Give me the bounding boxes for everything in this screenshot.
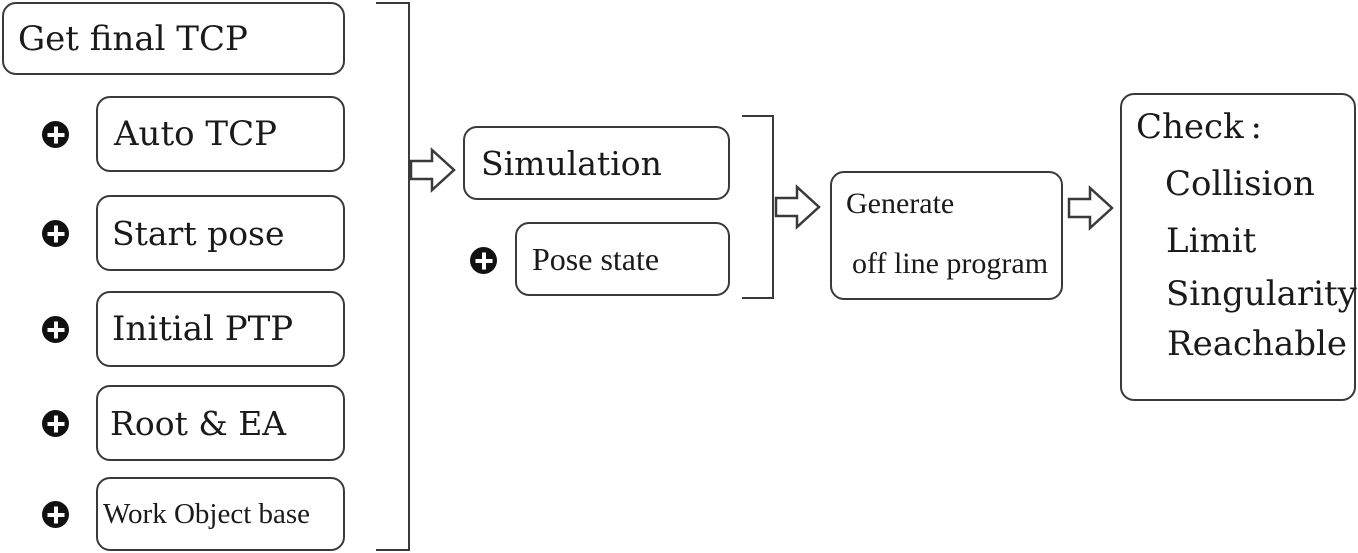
start-pose-label: Start pose: [112, 213, 285, 253]
simulation-label: Simulation: [481, 143, 662, 183]
check-title: Check :: [1136, 107, 1262, 147]
check-item-collision: Collision: [1165, 164, 1315, 204]
offline-program-label: off line program: [852, 247, 1049, 280]
check-item-limit: Limit: [1166, 221, 1257, 261]
get-final-tcp-box: Get final TCP: [2, 2, 345, 75]
hollow-right-arrow-icon: [1067, 185, 1114, 231]
generate-label: Generate: [846, 187, 955, 220]
generate-offline-program-box: Generate off line program: [830, 171, 1063, 300]
auto-tcp-label: Auto TCP: [114, 114, 277, 154]
plus-circle-icon: [42, 316, 69, 343]
plus-circle-icon: [42, 501, 69, 528]
work-object-base-label: Work Object base: [103, 497, 311, 530]
initial-ptp-box: Initial PTP: [96, 291, 345, 367]
simulation-box: Simulation: [463, 126, 730, 200]
initial-ptp-label: Initial PTP: [112, 309, 294, 349]
plus-circle-icon: [42, 220, 69, 247]
check-item-singularity: Singularity: [1166, 274, 1357, 314]
start-pose-box: Start pose: [96, 195, 345, 271]
check-item-reachable: Reachable: [1167, 324, 1347, 364]
plus-circle-icon: [470, 247, 497, 274]
auto-tcp-box: Auto TCP: [96, 96, 345, 172]
left-group-bracket: [376, 2, 410, 551]
hollow-right-arrow-icon: [409, 147, 456, 193]
check-box: [1120, 93, 1356, 401]
root-ea-box: Root & EA: [96, 385, 345, 461]
pose-state-box: Pose state: [515, 222, 730, 296]
pose-state-label: Pose state: [532, 240, 660, 277]
get-final-tcp-label: Get final TCP: [18, 18, 248, 59]
plus-circle-icon: [42, 410, 69, 437]
simulation-group-bracket: [742, 115, 774, 299]
work-object-base-box: Work Object base: [96, 477, 345, 551]
hollow-right-arrow-icon: [774, 184, 821, 230]
root-ea-label: Root & EA: [110, 403, 287, 443]
plus-circle-icon: [42, 121, 69, 148]
